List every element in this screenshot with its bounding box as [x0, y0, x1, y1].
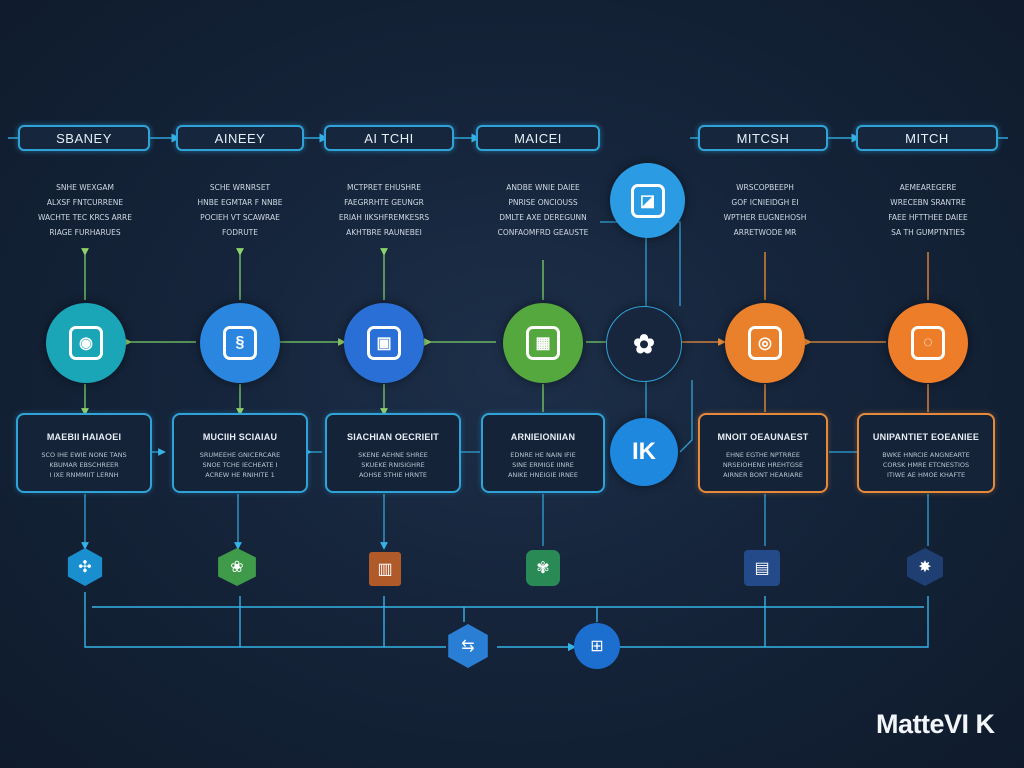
- description-line: ARRETWODE MR: [733, 228, 797, 237]
- card-line: NRSEIOHENE HREHTGSE: [722, 461, 804, 469]
- card-line: SKUEKE RNISIGHRE: [361, 461, 425, 469]
- info-card-2[interactable]: MUCIIH SCIAIAU SRUMEEHE GNICERCARE SNOE …: [172, 413, 308, 493]
- process-node-1[interactable]: ◉: [46, 303, 126, 383]
- description-line: ERIAH IIKSHFREMKESRS: [338, 213, 430, 222]
- description-line: ALXSF FNTCURRENE: [46, 198, 124, 207]
- description-line: DMLTE AXE DEREGUNN: [499, 213, 587, 222]
- tag-document-icon: §: [223, 326, 257, 360]
- description-line: SCHE WRNRSET: [209, 183, 271, 192]
- header-box-6: MITCH: [856, 125, 998, 151]
- process-node-6[interactable]: ◌: [888, 303, 968, 383]
- process-node-4[interactable]: ▦: [503, 303, 583, 383]
- description-line: AEMEAREGERE: [899, 183, 957, 192]
- card-line: EDNRE HE NAIN IFIE: [510, 451, 576, 459]
- lock-shield-icon: ◉: [69, 326, 103, 360]
- envelope-frame-icon: ◪: [630, 183, 665, 218]
- info-card-3[interactable]: SIACHIAN OECRIEIT SKENE AEHNE SHREE SKUE…: [325, 413, 461, 493]
- globe-leaf-icon[interactable]: ✾: [526, 550, 560, 586]
- building-blocks-icon[interactable]: ▤: [744, 550, 780, 586]
- description-line: SNHE WEXGAM: [56, 183, 114, 192]
- description-line: GOF ICNIEIDGH EI: [731, 198, 799, 207]
- description-line: AKHTBRE RAUNEBEI: [346, 228, 422, 237]
- card-line: SINE ERMIGE IINRE: [512, 461, 574, 469]
- description-5: WRSCOPBEEPH GOF ICNIEIDGH EI WPTHER EUGN…: [705, 180, 825, 240]
- info-card-5[interactable]: MNOIT OEAUNAEST EHNE EGTHE NPTRREE NRSEI…: [698, 413, 828, 493]
- card-line: KBUMAR EBSCHREER: [49, 461, 119, 469]
- description-1: SNHE WEXGAM ALXSF FNTCURRENE WACHTE TEC …: [25, 180, 145, 240]
- hub-mid-node[interactable]: ✿: [606, 306, 682, 382]
- header-box-3: AI TCHI: [324, 125, 454, 151]
- camera-frame-icon: ▣: [367, 326, 401, 360]
- description-line: RIAGE FURHARUES: [49, 228, 121, 237]
- circuit-board-icon[interactable]: ⊞: [574, 623, 620, 669]
- card-line: SRUMEEHE GNICERCARE: [199, 451, 281, 459]
- brand-logo: MatteVI K: [876, 709, 995, 739]
- info-card-4[interactable]: ARNIEIONIIAN EDNRE HE NAIN IFIE SINE ERM…: [481, 413, 605, 493]
- description-line: WRSCOPBEEPH: [736, 183, 794, 192]
- card-line: I IXE RNMMIIT LERNH: [49, 471, 119, 479]
- description-line: POCIEH VT SCAWRAE: [200, 213, 280, 222]
- card-line: AOHSE STHIE HRNTE: [358, 471, 428, 479]
- info-card-6[interactable]: UNIPANTIET EOEANIEE BWKE HNRCIE ANGNEART…: [857, 413, 995, 493]
- description-line: HNBE EGMTAR F NNBE: [197, 198, 283, 207]
- description-line: MCTPRET EHUSHRE: [347, 183, 421, 192]
- card-line: CORSK HMRE ETCNESTIOS: [882, 461, 970, 469]
- card-line: ITIWE AE HMOE KHAFTE: [886, 471, 966, 479]
- card-line: ANIKE HNEIGIE IRNEE: [507, 471, 579, 479]
- description-4: ANDBE WNIE DAIEE PNRISE ONCIOUSS DMLTE A…: [483, 180, 603, 240]
- description-line: WRECEBN SRANTRE: [890, 198, 966, 207]
- card-line: EHNE EGTHE NPTRREE: [726, 451, 800, 459]
- description-line: CONFAOMFRD GEAUSTE: [497, 228, 589, 237]
- card-title: MNOIT OEAUNAEST: [717, 432, 809, 442]
- circular-refresh-icon: ◌: [911, 326, 945, 360]
- card-line: SKENE AEHNE SHREE: [358, 451, 428, 459]
- header-box-5: MITCSH: [698, 125, 828, 151]
- grid-calendar-icon: ▦: [526, 326, 560, 360]
- hub-low-node[interactable]: IK: [610, 418, 678, 486]
- card-line: ACREW HE RNIHITE 1: [205, 471, 275, 479]
- info-card-1[interactable]: MAEBII HAIAOEI SCO IHE EWIE NONE TANS KB…: [16, 413, 152, 493]
- flower-gear-icon: ✿: [633, 328, 655, 359]
- description-line: PNRISE ONCIOUSS: [508, 198, 578, 207]
- header-box-2: AINEEY: [176, 125, 304, 151]
- description-2: SCHE WRNRSET HNBE EGMTAR F NNBE POCIEH V…: [180, 180, 300, 240]
- process-node-5[interactable]: ◎: [725, 303, 805, 383]
- description-line: WPTHER EUGNEHOSH: [723, 213, 807, 222]
- card-title: SIACHIAN OECRIEIT: [347, 432, 439, 442]
- card-line: BWKE HNRCIE ANGNEARTE: [882, 451, 970, 459]
- description-line: FAEGRRHTE GEUNGR: [344, 198, 424, 207]
- process-node-2[interactable]: §: [200, 303, 280, 383]
- process-node-3[interactable]: ▣: [344, 303, 424, 383]
- description-line: SA TH GUMPTNTIES: [891, 228, 965, 237]
- gear-target-icon: ◎: [748, 326, 782, 360]
- header-box-1: SBANEY: [18, 125, 150, 151]
- description-line: FAEE HFTTHEE DAIEE: [888, 213, 968, 222]
- description-line: FODRUTE: [221, 228, 258, 237]
- card-line: SCO IHE EWIE NONE TANS: [41, 451, 127, 459]
- grid-box-icon[interactable]: ▥: [369, 552, 401, 586]
- card-title: MAEBII HAIAOEI: [46, 432, 122, 442]
- description-line: ANDBE WNIE DAIEE: [506, 183, 580, 192]
- card-line: SNOE TCHE IECHEATE I: [202, 461, 278, 469]
- description-3: MCTPRET EHUSHRE FAEGRRHTE GEUNGR ERIAH I…: [324, 180, 444, 240]
- card-title: MUCIIH SCIAIAU: [202, 432, 278, 442]
- hub-top-node[interactable]: ◪: [610, 163, 685, 238]
- letters-k-icon: IK: [632, 438, 656, 465]
- card-title: UNIPANTIET EOEANIEE: [872, 432, 980, 442]
- description-6: AEMEAREGERE WRECEBN SRANTRE FAEE HFTTHEE…: [868, 180, 988, 240]
- card-line: AIRNER BONT HEARIARE: [723, 471, 803, 479]
- description-line: WACHTE TEC KRCS ARRE: [38, 213, 132, 222]
- header-box-4: MAICEI: [476, 125, 600, 151]
- card-title: ARNIEIONIIAN: [510, 432, 576, 442]
